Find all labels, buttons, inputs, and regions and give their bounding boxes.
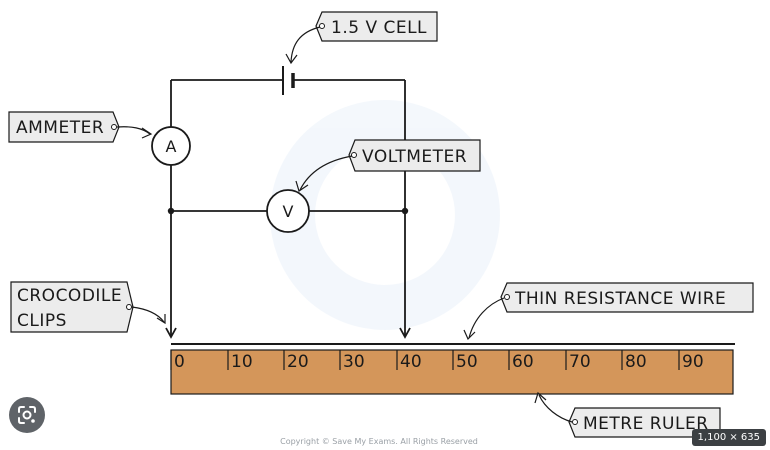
resistance-wire-label: THIN RESISTANCE WIRE <box>463 282 754 341</box>
resistance-wire-label-text: THIN RESISTANCE WIRE <box>514 289 726 309</box>
copyright-text: Copyright © Save My Exams. All Rights Re… <box>280 437 478 446</box>
voltmeter-label-text: VOLTMETER <box>362 147 467 167</box>
crocodile-label-line2: CLIPS <box>17 311 67 331</box>
ammeter-label: AMMETER <box>8 111 153 143</box>
junction-dot-right <box>401 207 409 215</box>
ruler-tick-label: 20 <box>287 352 309 372</box>
cell-label-text: 1.5 V CELL <box>331 18 427 38</box>
ammeter-label-text: AMMETER <box>16 118 104 138</box>
ruler-tick-label: 70 <box>569 352 591 372</box>
cell-symbol <box>282 66 295 95</box>
ruler-tick-label: 90 <box>682 352 704 372</box>
ruler-tick-label: 0 <box>174 352 185 372</box>
ruler-tick-label: 10 <box>231 352 253 372</box>
crocodile-label-line1: CROCODILE <box>17 286 122 306</box>
voltmeter-letter: V <box>283 202 294 221</box>
voltmeter-label: VOLTMETER <box>295 139 481 192</box>
lens-button[interactable] <box>9 397 45 433</box>
ruler-tick-label: 60 <box>512 352 534 372</box>
metre-ruler: 0 10 20 30 40 50 60 70 80 90 <box>170 349 734 395</box>
voltmeter-symbol: V <box>266 189 310 233</box>
ammeter-symbol: A <box>151 126 191 166</box>
ruler-tick-label: 40 <box>400 352 422 372</box>
crocodile-clips-label: CROCODILE CLIPS <box>10 281 166 333</box>
junction-dot-left <box>167 207 175 215</box>
google-lens-icon <box>18 406 36 424</box>
metre-ruler-label: METRE RULER <box>534 391 721 438</box>
cell-label: 1.5 V CELL <box>285 11 438 65</box>
ruler-tick-label: 80 <box>625 352 647 372</box>
ruler-tick-lines <box>170 350 680 370</box>
ammeter-letter: A <box>166 137 177 156</box>
metre-ruler-label-text: METRE RULER <box>583 414 709 434</box>
image-dimensions-badge: 1,100 × 635 <box>691 429 766 446</box>
ruler-tick-label: 30 <box>343 352 365 372</box>
ruler-tick-label: 50 <box>456 352 478 372</box>
